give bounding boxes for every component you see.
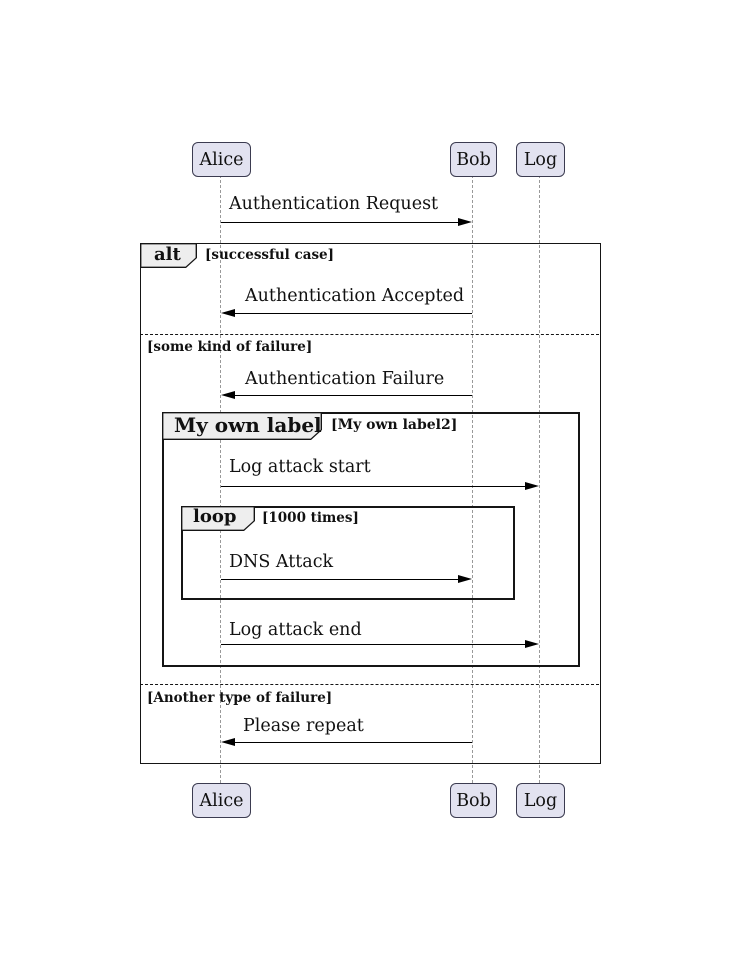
frame-loop-keyword: loop: [193, 506, 237, 527]
alt-divider-2: [140, 684, 599, 685]
arrowhead-left-icon: [221, 309, 235, 317]
arrowhead-left-icon: [221, 391, 235, 399]
frame-alt-tab: [140, 243, 197, 268]
participant-bob-bottom: Bob: [450, 783, 497, 818]
message-log-attack-start: Log attack start: [229, 457, 371, 477]
frame-alt: [140, 243, 601, 764]
alt-divider-1-label: [some kind of failure]: [147, 339, 313, 355]
participant-alice-bottom: Alice: [192, 783, 251, 818]
participant-alice-bottom-label: Alice: [199, 790, 244, 811]
frame-my-own-label-tab: [162, 412, 322, 440]
message-log-attack-start-line: [221, 486, 526, 488]
message-authentication-failure: Authentication Failure: [245, 369, 445, 389]
participant-log-bottom-label: Log: [523, 790, 558, 811]
participant-alice-top: Alice: [192, 142, 251, 177]
frame-my-own-label: [162, 412, 580, 667]
message-log-attack-end-line: [221, 644, 526, 646]
arrowhead-right-icon: [525, 640, 539, 648]
arrowhead-right-icon: [525, 482, 539, 490]
participant-log-bottom: Log: [516, 783, 565, 818]
frame-loop-tab: [181, 506, 255, 531]
message-authentication-accepted-line: [234, 313, 472, 315]
frame-loop: [181, 506, 515, 600]
frame-my-own-label-condition: [My own label2]: [331, 417, 458, 433]
frame-alt-condition: [successful case]: [205, 247, 335, 263]
message-authentication-request-line: [221, 222, 459, 224]
message-authentication-failure-line: [234, 395, 472, 397]
message-authentication-accepted: Authentication Accepted: [245, 286, 465, 306]
arrowhead-right-icon: [458, 218, 472, 226]
message-dns-attack: DNS Attack: [229, 552, 334, 572]
frame-loop-tab-fill: [182, 507, 253, 529]
message-please-repeat-line: [234, 742, 472, 744]
frame-my-own-label-keyword: My own label: [174, 413, 322, 437]
message-please-repeat: Please repeat: [243, 716, 364, 736]
participant-log-top: Log: [516, 142, 565, 177]
arrowhead-left-icon: [221, 738, 235, 746]
participant-bob-top-label: Bob: [456, 149, 491, 170]
frame-loop-condition: [1000 times]: [262, 510, 359, 526]
participant-alice-top-label: Alice: [199, 149, 244, 170]
message-authentication-request: Authentication Request: [229, 194, 439, 214]
lifeline-log: [539, 175, 540, 783]
participant-log-top-label: Log: [523, 149, 558, 170]
message-dns-attack-line: [221, 579, 459, 581]
arrowhead-right-icon: [458, 575, 472, 583]
lifeline-alice: [220, 175, 221, 783]
participant-bob-top: Bob: [450, 142, 497, 177]
frame-alt-keyword: alt: [154, 244, 181, 265]
alt-divider-2-label: [Another type of failure]: [147, 690, 333, 706]
lifeline-bob: [472, 175, 473, 783]
frame-my-own-label-tab-fill: [163, 413, 320, 438]
message-log-attack-end: Log attack end: [229, 620, 362, 640]
frame-alt-tab-fill: [141, 244, 195, 266]
participant-bob-bottom-label: Bob: [456, 790, 491, 811]
alt-divider-1: [140, 334, 599, 335]
